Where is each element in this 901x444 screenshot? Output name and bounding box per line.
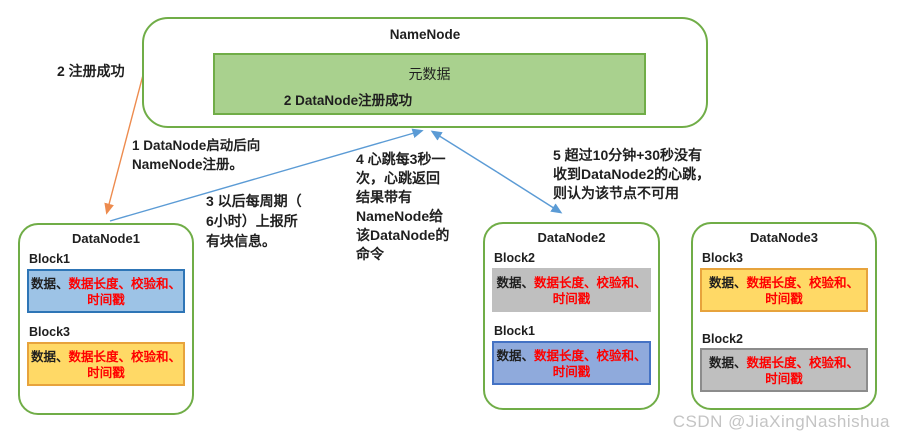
block-text-fields: 数据长度、校验和、: [746, 356, 860, 370]
block-label: Block3: [29, 325, 70, 339]
arrow-heartbeat-down: [496, 171, 563, 214]
block-content: 数据、数据长度、校验和、 时间戳: [700, 268, 868, 312]
block-text-data: 数据、: [708, 276, 747, 290]
block-text-data: 数据、: [708, 356, 747, 370]
namenode-title: NameNode: [389, 27, 461, 42]
annotation-step4: 4 心跳每3秒一 次，心跳返回 结果带有 NameNode给 该DataNode…: [356, 151, 450, 262]
namenode-box: NameNode 元数据 2 DataNode注册成功: [142, 17, 708, 128]
block-text-fields: 数据长度、校验和、: [68, 350, 182, 364]
block-text-fields: 数据长度、校验和、: [534, 276, 647, 290]
block-text-timestamp: 时间戳: [87, 366, 125, 380]
block-text-fields: 数据长度、校验和、: [68, 277, 182, 291]
block-content: 数据、数据长度、校验和、 时间戳: [492, 341, 651, 385]
block-label: Block2: [702, 332, 743, 346]
datanode2-box: DataNode2 Block2 数据、数据长度、校验和、 时间戳 Block1…: [483, 222, 660, 410]
block-content: 数据、数据长度、校验和、 时间戳: [700, 348, 868, 392]
datanode2-title: DataNode2: [537, 230, 606, 245]
block-content: 数据、数据长度、校验和、 时间戳: [492, 268, 651, 312]
annotation-step2: 2 注册成功: [57, 63, 125, 79]
datanode3-title: DataNode3: [750, 230, 818, 245]
block-text-timestamp: 时间戳: [552, 365, 591, 379]
block-text-timestamp: 时间戳: [552, 292, 591, 306]
block-text-fields: 数据长度、校验和、: [746, 276, 860, 290]
annotation-step3: 3 以后每周期（ 6小时）上报所 有块信息。: [206, 193, 302, 249]
datanode1-title: DataNode1: [72, 231, 140, 246]
metadata-label: 元数据: [408, 66, 451, 82]
block-text-fields: 数据长度、校验和、: [534, 349, 647, 363]
block-text-timestamp: 时间戳: [765, 292, 803, 306]
block-text-data: 数据、: [496, 349, 534, 363]
block-text-timestamp: 时间戳: [87, 293, 125, 307]
block-text-data: 数据、: [30, 277, 69, 291]
block-text-data: 数据、: [30, 350, 69, 364]
annotation-step5: 5 超过10分钟+30秒没有 收到DataNode2的心跳， 则认为该节点不可用: [553, 147, 711, 201]
block-label: Block1: [29, 252, 70, 266]
register-success-label: 2 DataNode注册成功: [283, 93, 413, 108]
datanode3-box: DataNode3 Block3 数据、数据长度、校验和、 时间戳 Block2…: [691, 222, 877, 410]
block-label: Block3: [702, 251, 743, 265]
csdn-watermark: CSDN @JiaXingNashishua: [672, 412, 890, 431]
block-content: 数据、数据长度、校验和、 时间戳: [27, 342, 185, 386]
block-content: 数据、数据长度、校验和、 时间戳: [27, 269, 185, 313]
block-label: Block1: [494, 324, 535, 338]
block-label: Block2: [494, 251, 535, 265]
block-text-timestamp: 时间戳: [765, 372, 803, 386]
datanode1-box: DataNode1 Block1 数据、数据长度、校验和、 时间戳 Block3…: [18, 223, 194, 415]
block-text-data: 数据、: [496, 276, 534, 290]
annotation-step1: 1 DataNode启动后向 NameNode注册。: [132, 138, 261, 172]
metadata-box: 元数据 2 DataNode注册成功: [213, 53, 646, 115]
